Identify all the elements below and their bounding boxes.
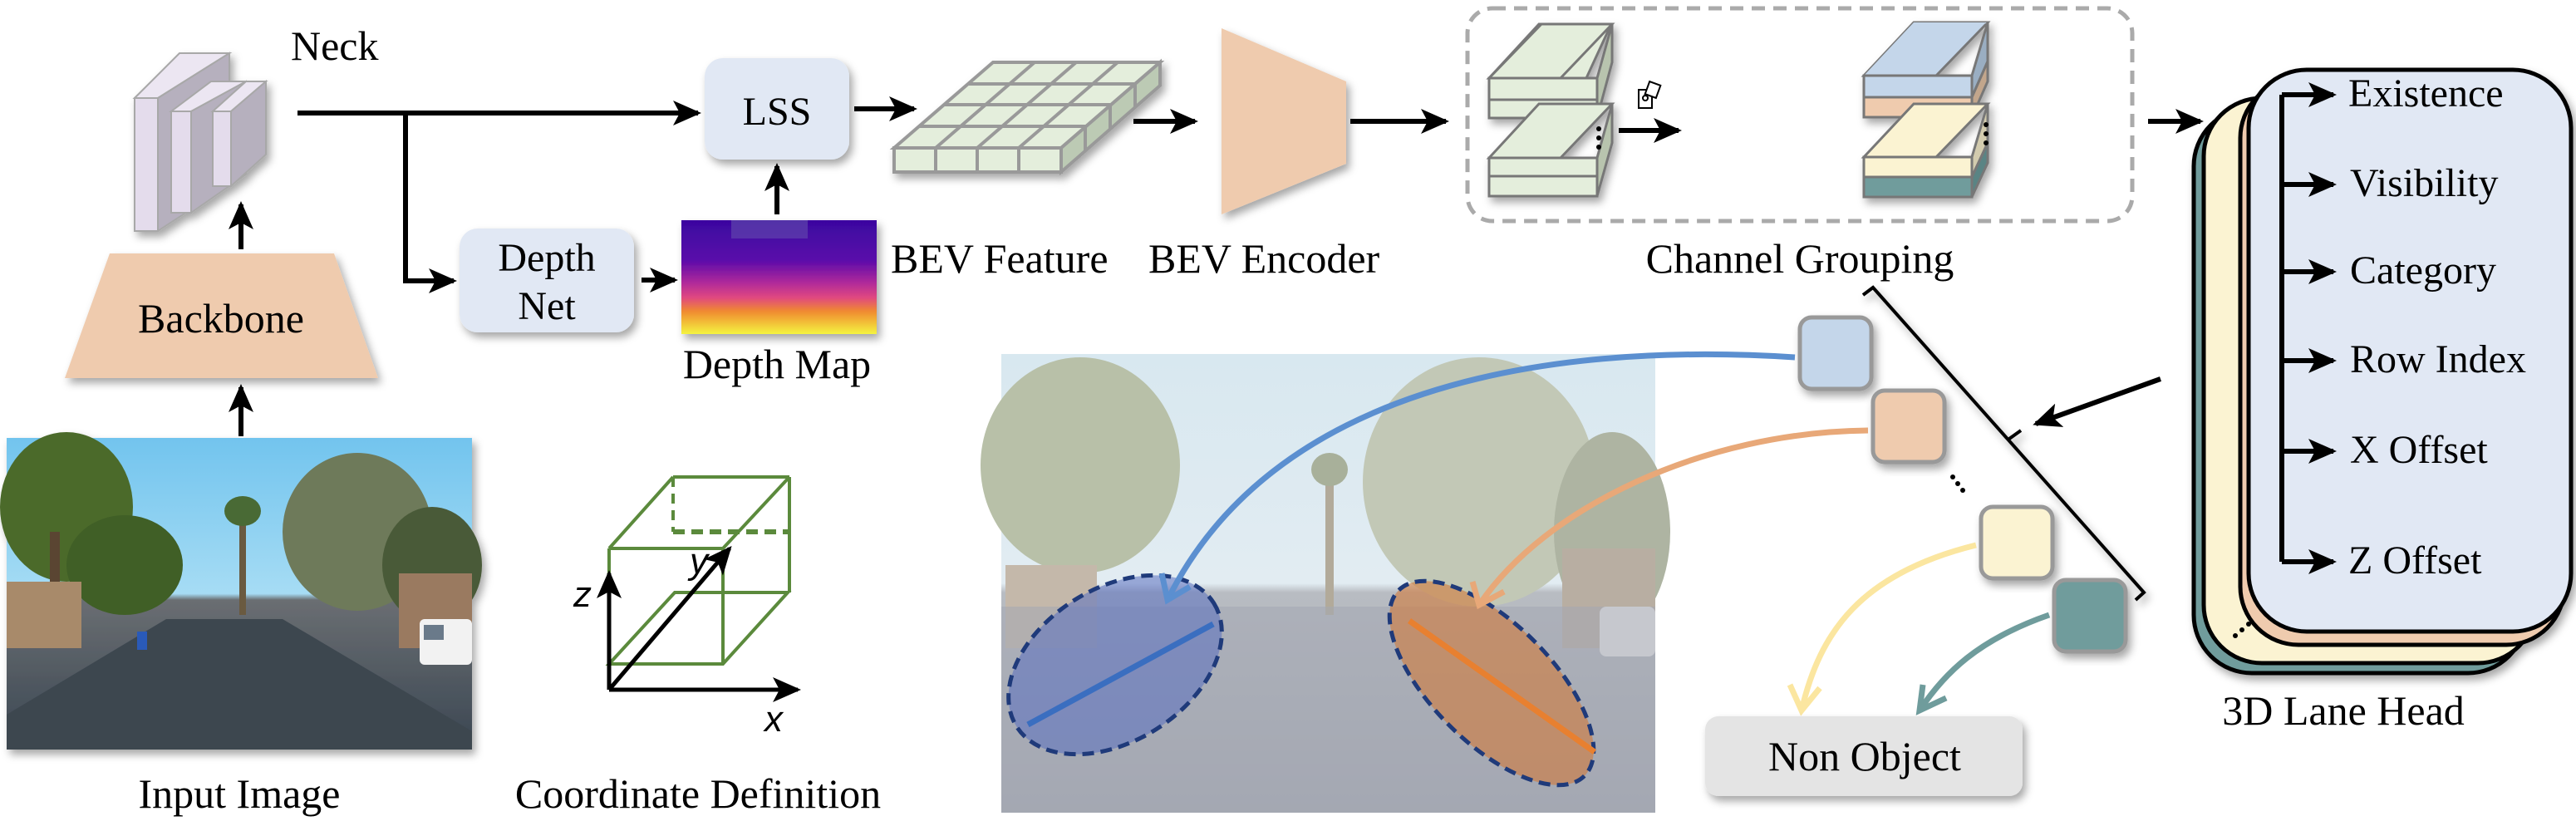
depth-net-label-line1: Depth [498, 236, 595, 280]
bev-feature-label: BEV Feature [891, 235, 1109, 282]
channel-stack-output [1861, 21, 1991, 199]
neck-label: Neck [291, 22, 379, 69]
group-token-orange [1871, 388, 1947, 465]
head-output-existence: Existence [2282, 71, 2504, 116]
bev-encoder-label: BEV Encoder [1148, 235, 1380, 282]
depth-map-label: Depth Map [683, 341, 871, 387]
bev-feature-grid [889, 58, 1165, 176]
puzzle-icon [1638, 80, 1662, 109]
group-bracket [1861, 285, 2146, 602]
depth-net-label-line2: Net [518, 284, 576, 328]
lane-head-label: 3D Lane Head [2222, 687, 2465, 734]
lss-label: LSS [743, 90, 812, 134]
head-outputs: Existence Visibility Category Row Index … [2282, 71, 2526, 583]
lane-line-blue [1026, 621, 1215, 728]
svg-text:Visibility: Visibility [2350, 161, 2498, 205]
svg-text:Row Index: Row Index [2350, 337, 2526, 381]
neck-to-depthnet-arrow [403, 113, 457, 293]
group-token-blue [1797, 315, 1874, 391]
coordinate-definition-label: Coordinate Definition [515, 770, 881, 817]
group-token-yellow [1979, 504, 2055, 581]
svg-text:Category: Category [2350, 248, 2496, 293]
x-axis-label: x [763, 699, 784, 740]
non-object-box [1705, 716, 2023, 796]
backbone-label: Backbone [138, 295, 304, 342]
head-output-x-offset: X Offset [2282, 428, 2488, 472]
svg-text:Existence: Existence [2348, 71, 2504, 116]
orange-assignment-arrow [1477, 427, 1869, 607]
svg-text:Z Offset: Z Offset [2348, 538, 2482, 583]
channel-stack-input [1486, 22, 1615, 198]
lane-head-stack [2191, 67, 2574, 676]
depth-map-image [681, 220, 877, 334]
lane-region-blue [1006, 573, 1224, 757]
group-token-teal [2052, 578, 2128, 654]
z-axis-label: z [573, 574, 592, 615]
head-output-z-offset: Z Offset [2282, 538, 2482, 583]
blue-assignment-arrow [1164, 351, 1796, 602]
yellow-non-object-arrow [1798, 542, 1977, 711]
coordinate-axes [597, 475, 801, 702]
depth-net-block [460, 229, 634, 332]
head-output-visibility: Visibility [2282, 161, 2498, 205]
non-object-label: Non Object [1768, 733, 1961, 779]
svg-text:X Offset: X Offset [2350, 428, 2488, 472]
backbone-block [65, 253, 378, 378]
lss-block [705, 58, 849, 160]
bev-encoder-block [1222, 28, 1346, 214]
teal-non-object-arrow [1917, 612, 2051, 712]
head-output-category: Category [2282, 248, 2496, 293]
head-output-row-index: Row Index [2282, 337, 2526, 381]
head-to-groups-arrow [2033, 376, 2162, 427]
y-axis-label: y [687, 541, 710, 582]
lane-line-orange [1407, 618, 1597, 755]
input-image [0, 432, 482, 750]
channel-grouping-label: Channel Grouping [1646, 235, 1954, 282]
input-image-label: Input Image [139, 770, 341, 817]
y-axis [607, 545, 732, 691]
lane-region-orange [1387, 578, 1596, 788]
channel-grouping-frame [1465, 6, 2135, 224]
neck-block [132, 52, 268, 233]
